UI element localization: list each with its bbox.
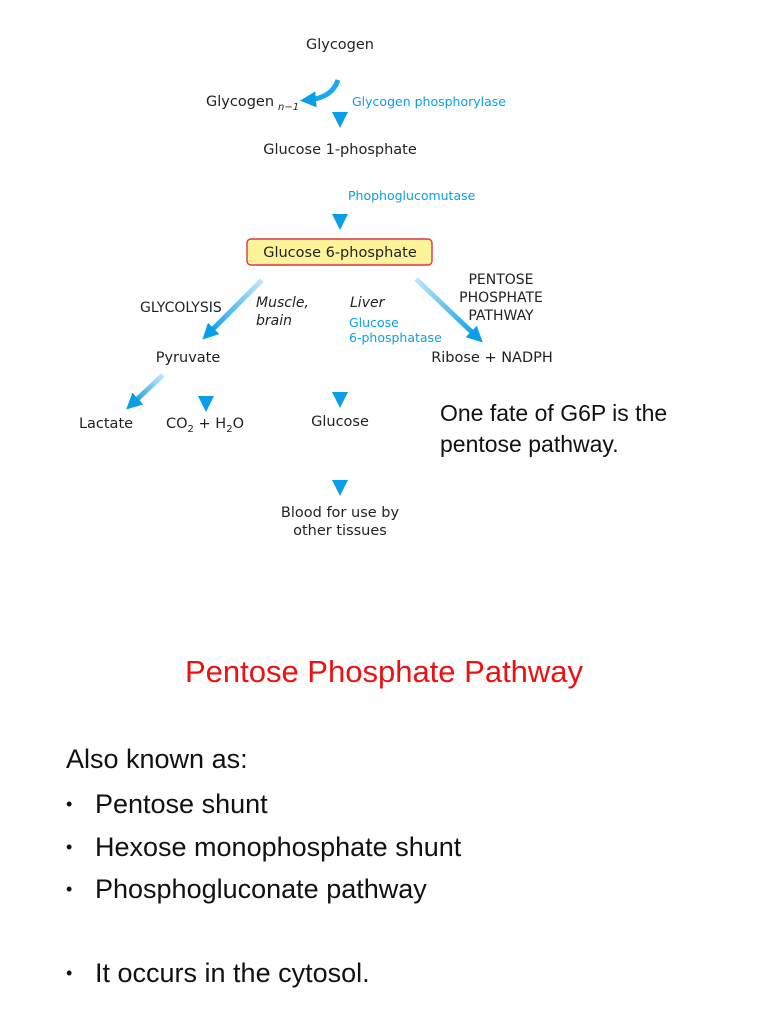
- co2-h2o-label: CO2 + H2O: [166, 416, 244, 435]
- list-item: • Hexose monophosphate shunt: [66, 829, 461, 872]
- synonym-text: Phosphogluconate pathway: [95, 874, 427, 904]
- pentose-pathway-label-3: PATHWAY: [468, 308, 534, 324]
- list-item: • Phosphogluconate pathway: [66, 871, 461, 914]
- arrow-g6p-to-pyruvate: [202, 278, 264, 340]
- bullet-icon: •: [66, 836, 73, 857]
- arrow-glycogen-to-glycogen-n1: [300, 79, 341, 108]
- also-known-as-heading: Also known as:: [66, 744, 248, 774]
- g6p-fate-note: One fate of G6P is the pentose pathway.: [440, 398, 740, 460]
- arrow-pyruvate-to-lactate: [126, 373, 165, 410]
- glycogen-label: Glycogen: [306, 37, 374, 53]
- muscle-label: Muscle,: [256, 295, 309, 311]
- blood-label-1: Blood for use by: [281, 505, 400, 521]
- glucose-6-phosphatase-label-1: Glucose: [349, 315, 399, 330]
- list-item: • Pentose shunt: [66, 786, 461, 829]
- glucose-6-phosphatase-label-2: 6-phosphatase: [349, 330, 442, 345]
- location-fact-text: It occurs in the cytosol.: [95, 958, 370, 988]
- g6p-fate-note-line-1: One fate of G6P is the: [440, 400, 668, 426]
- ribose-nadph-label: Ribose + NADPH: [431, 350, 553, 366]
- glucose-6-phosphate-label: Glucose 6-phosphate: [263, 245, 417, 261]
- synonym-text: Hexose monophosphate shunt: [95, 831, 462, 862]
- bullet-icon: •: [66, 879, 73, 899]
- brain-label: brain: [256, 313, 292, 329]
- bullet-icon: •: [66, 794, 73, 814]
- list-item: • It occurs in the cytosol.: [66, 955, 370, 991]
- g6p-fate-note-line-2: pentose pathway.: [440, 431, 619, 457]
- synonym-list: • Pentose shunt • Hexose monophosphate shu…: [66, 786, 461, 914]
- arrow-g6p-to-ribose: [414, 277, 483, 343]
- glycolysis-label: GLYCOLYSIS: [140, 300, 222, 316]
- pentose-pathway-label-2: PHOSPHATE: [459, 290, 543, 306]
- phosphoglucomutase-label: Phophoglucomutase: [348, 188, 476, 203]
- liver-label: Liver: [350, 295, 386, 311]
- glucose-label: Glucose: [311, 414, 369, 430]
- glycogen-phosphorylase-label: Glycogen phosphorylase: [352, 94, 506, 109]
- lactate-label: Lactate: [79, 416, 133, 432]
- glucose-1-phosphate-label: Glucose 1-phosphate: [263, 142, 417, 158]
- section-title: Pentose Phosphate Pathway: [184, 654, 584, 689]
- blood-label-2: other tissues: [293, 523, 387, 539]
- g6p-highlight-box: [246, 238, 433, 266]
- synonym-text: Pentose shunt: [95, 789, 268, 819]
- pyruvate-label: Pyruvate: [156, 350, 221, 366]
- location-list: • It occurs in the cytosol.: [66, 955, 370, 991]
- bullet-icon: •: [66, 963, 73, 983]
- pentose-pathway-label-1: PENTOSE: [468, 272, 533, 288]
